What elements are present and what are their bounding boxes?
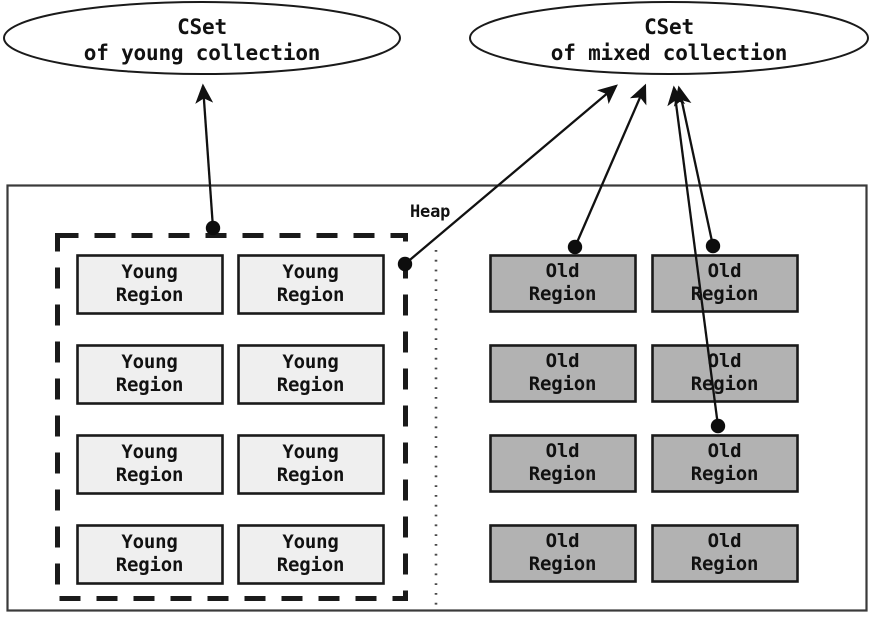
old-region-box[interactable]	[651, 344, 799, 403]
old-region-box[interactable]	[651, 524, 799, 583]
heap-boundary	[6, 184, 868, 612]
old-region-3-edge-source-dot	[710, 418, 726, 434]
young-region-box[interactable]	[76, 254, 224, 315]
young-to-mixed-edge	[404, 84, 618, 265]
young-to-mixed-edge-source-dot	[397, 256, 413, 272]
young-region-box[interactable]	[76, 524, 224, 585]
old-region-1-edge	[573, 83, 647, 248]
old-region-2-edge	[673, 85, 715, 247]
young-region-box[interactable]	[237, 524, 385, 585]
old-region-box[interactable]	[489, 344, 637, 403]
old-region-box[interactable]	[651, 434, 799, 493]
old-region-1-edge-source-dot	[567, 239, 583, 255]
young-region-box[interactable]	[237, 344, 385, 405]
old-region-box[interactable]	[489, 434, 637, 493]
old-region-box[interactable]	[651, 254, 799, 313]
young-region-box[interactable]	[237, 254, 385, 315]
young-collection-set-boundary	[55, 233, 408, 601]
old-region-box[interactable]	[489, 254, 637, 313]
young-cset-edge	[195, 83, 215, 229]
young-region-box[interactable]	[76, 344, 224, 405]
young-cset-ellipse[interactable]	[3, 1, 401, 75]
mixed-cset-ellipse[interactable]	[469, 1, 869, 75]
old-region-2-edge-source-dot	[705, 238, 721, 254]
young-region-box[interactable]	[237, 434, 385, 495]
young-cset-edge-source-dot	[205, 220, 221, 236]
young-region-box[interactable]	[76, 434, 224, 495]
old-region-3-edge	[667, 85, 720, 427]
old-region-box[interactable]	[489, 524, 637, 583]
